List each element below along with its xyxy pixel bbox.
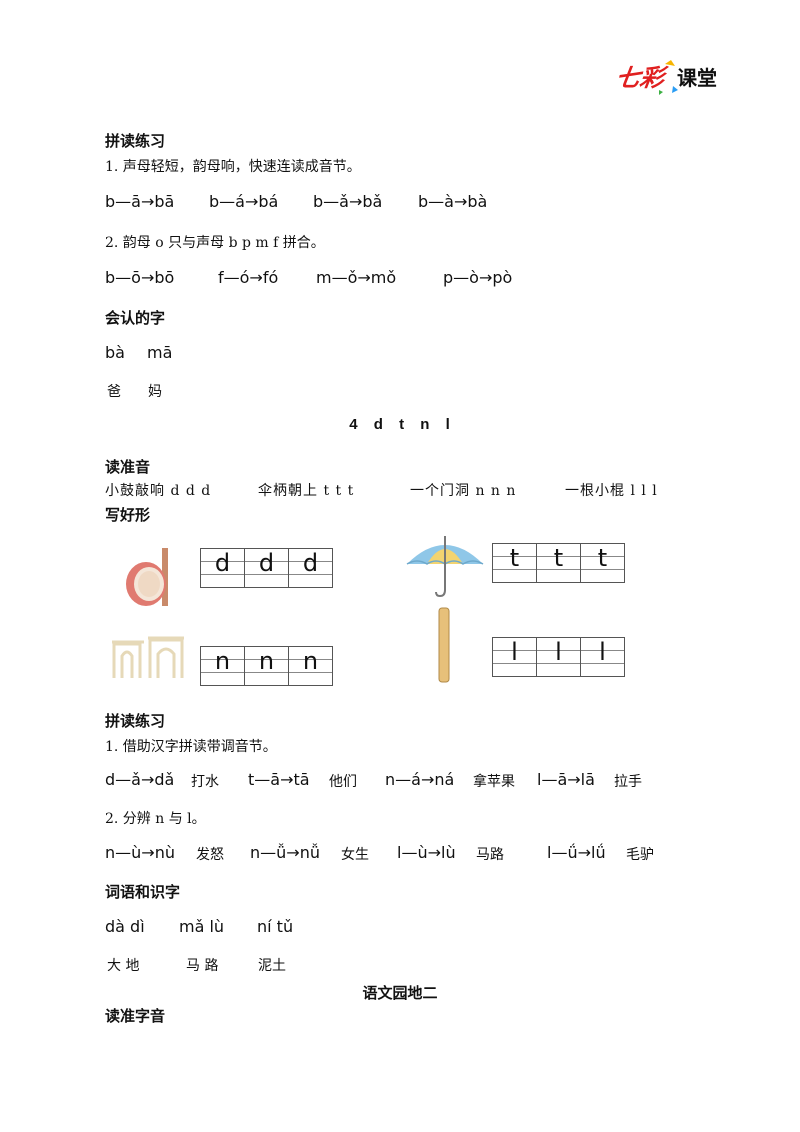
garden-title: 语文园地二 (362, 985, 438, 1002)
instruction-1: 1. 借助汉字拼读带调音节。 (105, 739, 277, 755)
syllable: t—ā→tā (248, 770, 310, 789)
pinyin: mā (147, 343, 173, 362)
hanzi: 拿苹果 (473, 774, 515, 790)
writing-grid-n: n n n (200, 646, 333, 686)
grid-letter: t (509, 544, 520, 572)
syllable: b—ǎ→bǎ (313, 192, 383, 211)
syllable: l—ā→lā (537, 770, 595, 789)
pinyin: mǎ lù (179, 917, 225, 936)
hanzi: 马 路 (186, 958, 219, 974)
phrase: 一个门洞 n n n (410, 483, 517, 499)
grid-letter: n (258, 647, 275, 675)
gate-image (110, 634, 186, 680)
logo: 七彩 课堂 (614, 56, 725, 96)
phrase: 伞柄朝上 t t t (258, 483, 355, 499)
hanzi: 妈 (148, 384, 162, 400)
syllable: f—ó→fó (218, 268, 279, 287)
grid-letter: l (511, 638, 518, 666)
instruction-1: 1. 声母轻短，韵母响，快速连读成音节。 (105, 159, 361, 175)
hanzi: 打水 (191, 774, 219, 790)
section-title-write: 写好形 (105, 507, 151, 524)
section-title-read-sounds: 读准字音 (105, 1008, 166, 1025)
phrase: 一根小棍 l l l (565, 483, 658, 499)
hanzi: 发怒 (196, 847, 224, 863)
instruction-2: 2. 韵母 o 只与声母 b p m f 拼合。 (105, 235, 325, 251)
syllable: b—ā→bā (105, 192, 175, 211)
grid-letter: t (553, 544, 564, 572)
grid-letter: n (302, 647, 319, 675)
hanzi: 泥土 (258, 958, 286, 974)
grid-letter: d (302, 549, 319, 577)
syllable: b—ō→bō (105, 268, 175, 287)
grid-letter: d (214, 549, 231, 577)
grid-letter: l (599, 638, 606, 666)
syllable: b—à→bà (418, 192, 488, 211)
hanzi: 拉手 (614, 774, 642, 790)
svg-text:七彩: 七彩 (615, 64, 670, 92)
syllable: b—á→bá (209, 192, 279, 211)
pinyin: bà (105, 343, 125, 362)
hanzi: 爸 (107, 384, 121, 400)
writing-grid-d: d d d (200, 548, 333, 588)
grid-letter: d (258, 549, 275, 577)
syllable: l—ù→lù (397, 843, 456, 862)
hanzi: 他们 (329, 774, 357, 790)
hanzi: 女生 (341, 847, 369, 863)
grid-letter: n (214, 647, 231, 675)
section-title-pinyin-practice-2: 拼读练习 (105, 713, 166, 730)
syllable: p—ò→pò (443, 268, 513, 287)
writing-grid-l: l l l (492, 637, 625, 677)
syllable: n—ǚ→nǚ (250, 843, 320, 862)
lesson-title: 4 d t n l (349, 416, 451, 433)
hanzi: 大 地 (107, 958, 140, 974)
syllable: n—ù→nù (105, 843, 175, 862)
syllable: d—ǎ→dǎ (105, 770, 175, 789)
writing-grid-t: t t t (492, 543, 625, 583)
umbrella-image (405, 532, 485, 598)
grid-letter: t (597, 544, 608, 572)
section-title-words: 词语和识字 (105, 884, 181, 901)
grid-letter: l (555, 638, 562, 666)
syllable: n—á→ná (385, 770, 455, 789)
instruction-2: 2. 分辨 n 与 l。 (105, 811, 206, 827)
stick-image (436, 606, 452, 684)
hanzi: 毛驴 (626, 847, 654, 863)
drum-image (122, 548, 182, 608)
hanzi: 马路 (476, 847, 504, 863)
section-title-pinyin-practice: 拼读练习 (105, 133, 166, 150)
section-title-pronounce: 读准音 (105, 459, 151, 476)
logo-text: 课堂 (677, 68, 717, 90)
phrase: 小鼓敲响 d d d (105, 483, 212, 499)
pinyin: dà dì (105, 917, 145, 936)
pinyin: ní tǔ (257, 917, 294, 936)
section-title-recognize: 会认的字 (105, 310, 166, 327)
syllable: l—ǘ→lǘ (547, 843, 606, 862)
syllable: m—ǒ→mǒ (316, 268, 397, 287)
